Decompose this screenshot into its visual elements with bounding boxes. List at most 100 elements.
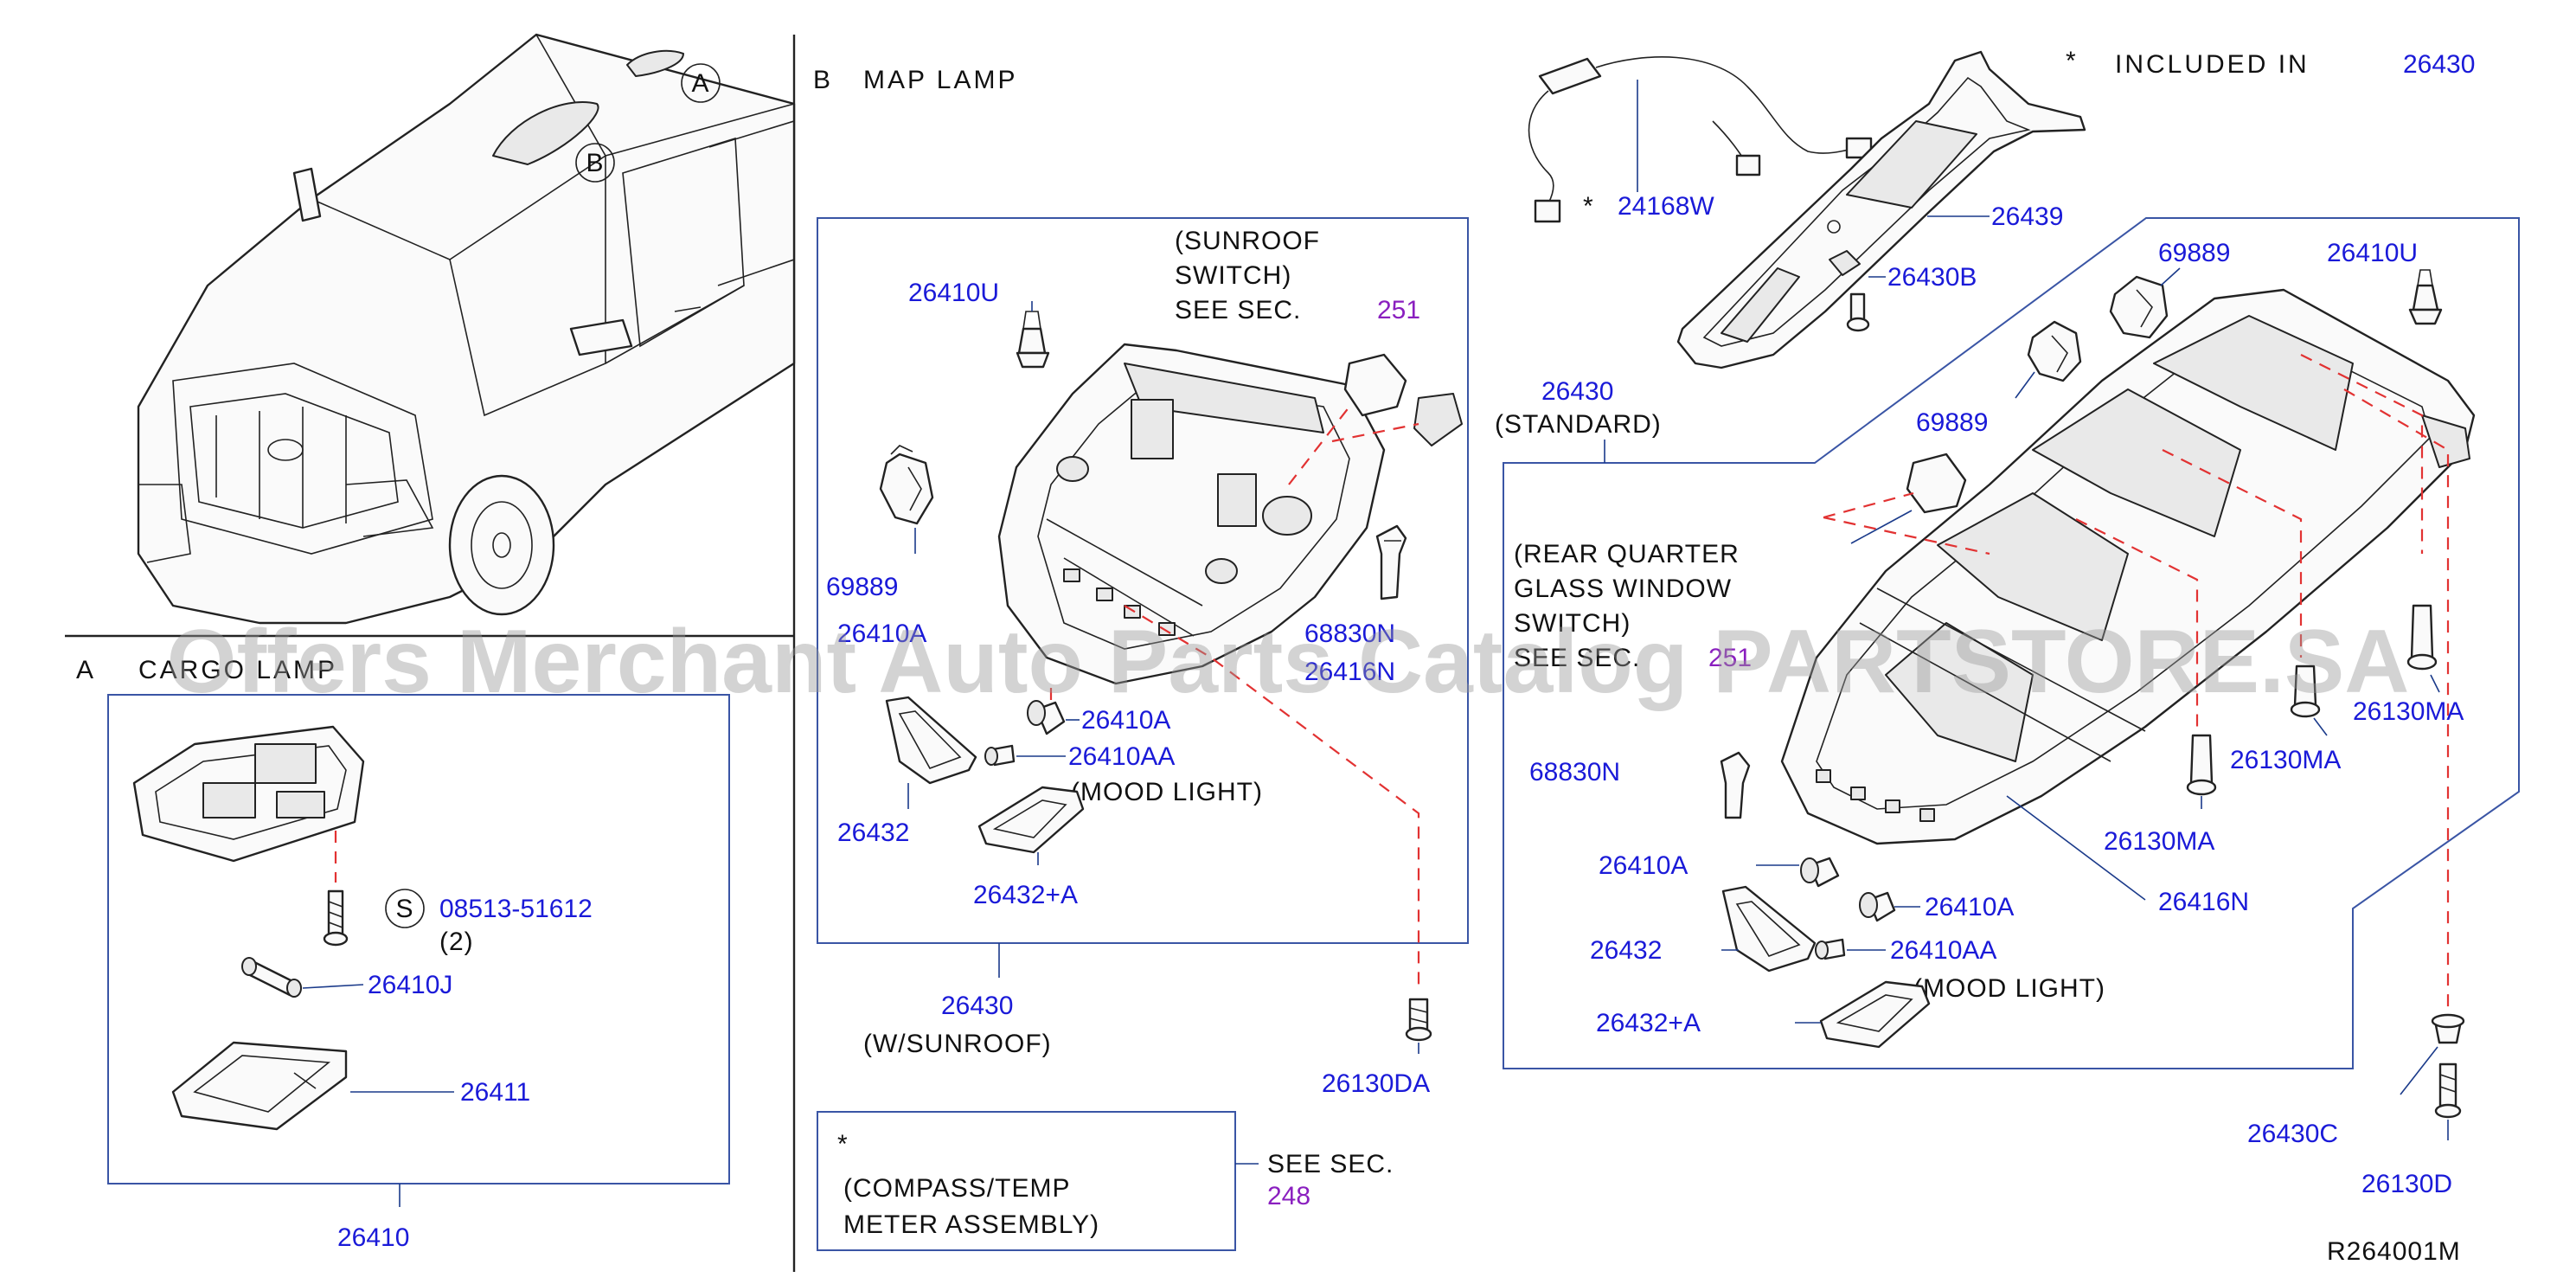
standard-bulb-part-number: 26410A: [1925, 893, 2014, 921]
standard-screw-ma-2-part-number: 26130MA: [2230, 746, 2341, 774]
standard-connector-68830n: [1720, 751, 1751, 819]
cargo-lamp-housing: [132, 725, 365, 863]
cargo-assembly-part-number: 26410: [337, 1223, 409, 1252]
sunroof-screw-26130da: [1405, 998, 1432, 1042]
sunroof-variant-label: (W/SUNROOF): [863, 1030, 1052, 1058]
sunroof-screw-dash: [1124, 605, 1420, 991]
standard-screw-ma-3: [2186, 734, 2217, 796]
sunroof-connector-part-number: 68830N: [1304, 620, 1395, 648]
sunroof-lens-26432: [885, 696, 977, 785]
sunroof-switch: [1343, 353, 1463, 446]
standard-map-lamp-housing: [1780, 288, 2476, 845]
sunroof-switch-note-1: (SUNROOF: [1175, 227, 1320, 255]
standard-lens-a-part-number: 26432+A: [1596, 1009, 1701, 1037]
rear-quarter-switch-leader: [1850, 510, 1913, 544]
sunroof-switch-dash: [1288, 406, 1419, 485]
standard-bulb-left-part-number: 26410A: [1599, 851, 1688, 880]
included-star: *: [2066, 47, 2077, 75]
sunroof-bulb-26410a: [1027, 700, 1066, 735]
screw-s-circle: [385, 889, 425, 928]
harness-part-number: 24168W: [1618, 192, 1714, 221]
standard-screw-ma-3-part-number: 26130MA: [2104, 827, 2214, 856]
standard-lens-26432: [1721, 885, 1817, 973]
compass-sec-number: 248: [1267, 1182, 1310, 1210]
standard-mood-light: (MOOD LIGHT): [1913, 974, 2105, 1003]
rear-quarter-note-2: GLASS WINDOW: [1514, 575, 1732, 603]
compass-star: *: [837, 1130, 849, 1159]
rear-quarter-switch: [1906, 453, 1967, 514]
rear-quarter-sec-number: 251: [1708, 644, 1752, 672]
cargo-lamp-frame: [107, 694, 730, 1184]
standard-bulb-26410aa: [1815, 938, 1846, 960]
sunroof-see-sec: SEE SEC.: [1175, 296, 1301, 324]
cargo-screw-qty: (2): [439, 928, 474, 956]
rear-quarter-switch-dash: [1823, 491, 1990, 555]
cargo-bulb: [241, 957, 302, 998]
standard-gear-mid-leader: [2015, 371, 2035, 399]
standard-harness-leader: [2006, 795, 2146, 901]
sunroof-lens-a: [977, 786, 1085, 854]
standard-clip-26410u: [2408, 269, 2443, 325]
sunroof-mood-light: (MOOD LIGHT): [1071, 778, 1263, 806]
watermark: Offers Merchant Auto Parts Catalog PARTS…: [167, 612, 2410, 712]
included-part-number: 26430: [2403, 50, 2475, 79]
sunroof-screw-part-number: 26130DA: [1322, 1069, 1430, 1098]
standard-gear-top-part-number: 69889: [2158, 239, 2230, 267]
map-lamp-sunroof-frame: [817, 217, 1469, 944]
sunroof-bulb-aa-part-number: 26410AA: [1068, 742, 1175, 771]
standard-gear-top: [2109, 275, 2169, 339]
standard-screw-dash-3: [2075, 518, 2199, 727]
standard-lens-part-number: 26432: [1590, 936, 1662, 965]
vehicle-illustration: [137, 33, 796, 625]
bracket-part-number: 26439: [1991, 202, 2063, 231]
cargo-bulb-leader: [302, 984, 364, 989]
marker-a-label: A: [691, 69, 709, 98]
section-b-letter: B: [813, 66, 833, 94]
standard-harness-part-number: 26416N: [2158, 888, 2249, 916]
sunroof-lens-part-number: 26432: [837, 819, 909, 847]
standard-gear-top-leader: [2160, 267, 2181, 286]
sunroof-connector-68830n: [1375, 524, 1407, 600]
marker-b-label: B: [586, 149, 604, 177]
standard-screw-ma-2-leader: [2313, 717, 2328, 736]
standard-variant-label: (STANDARD): [1495, 410, 1662, 439]
standard-clip-part-number: 26410U: [2327, 239, 2418, 267]
marker-b-circle: [575, 143, 615, 183]
screw-s-label: S: [395, 895, 413, 923]
standard-clip-c-leader: [2400, 1046, 2438, 1095]
standard-screw-ma-1-leader: [2430, 674, 2440, 693]
compass-note-frame: [817, 1111, 1236, 1251]
cargo-lens-part-number: 26411: [460, 1078, 530, 1107]
cargo-lens: [171, 1041, 348, 1131]
sunroof-switch-note-2: SWITCH): [1175, 261, 1291, 290]
sunroof-clip-part-number: 26410U: [908, 279, 999, 307]
sunroof-bulb-26410aa: [984, 744, 1016, 767]
sunroof-map-lamp-housing: [997, 343, 1386, 685]
section-a-title: CARGO LAMP: [138, 656, 337, 684]
sunroof-bulb-left-part-number: 26410A: [837, 620, 926, 648]
standard-bulb-left: [1800, 857, 1840, 888]
sunroof-harness-part-number: 26416N: [1304, 658, 1395, 686]
overhead-bracket-26439: [1676, 50, 2086, 369]
sunroof-assembly-part-number: 26430: [941, 992, 1013, 1020]
standard-screw-ma-1: [2406, 604, 2438, 671]
standard-map-lamp-frame: [1503, 217, 2520, 1069]
bracket-clip-26430b: [1846, 292, 1870, 332]
sunroof-clip-26410u: [1016, 311, 1050, 369]
standard-screw-d-part-number: 26130D: [2361, 1170, 2452, 1198]
standard-clip-c-part-number: 26430C: [2247, 1120, 2338, 1148]
standard-screw-ma-1-part-number: 26130MA: [2353, 697, 2464, 726]
bracket-clip-part-number: 26430B: [1887, 263, 1977, 292]
sunroof-lens-a-part-number: 26432+A: [973, 881, 1078, 909]
standard-bulb-aa-part-number: 26410AA: [1890, 936, 1996, 965]
standard-assembly-part-number: 26430: [1541, 377, 1613, 406]
cargo-bulb-part-number: 26410J: [368, 971, 452, 999]
sunroof-bulb-part-number: 26410A: [1081, 706, 1170, 735]
rear-quarter-see-sec: SEE SEC.: [1514, 644, 1640, 672]
standard-clip-26430c: [2431, 1013, 2465, 1044]
included-text: INCLUDED IN: [2115, 50, 2310, 79]
standard-lens-a: [1819, 980, 1931, 1049]
standard-gear-mid: [2027, 320, 2082, 382]
